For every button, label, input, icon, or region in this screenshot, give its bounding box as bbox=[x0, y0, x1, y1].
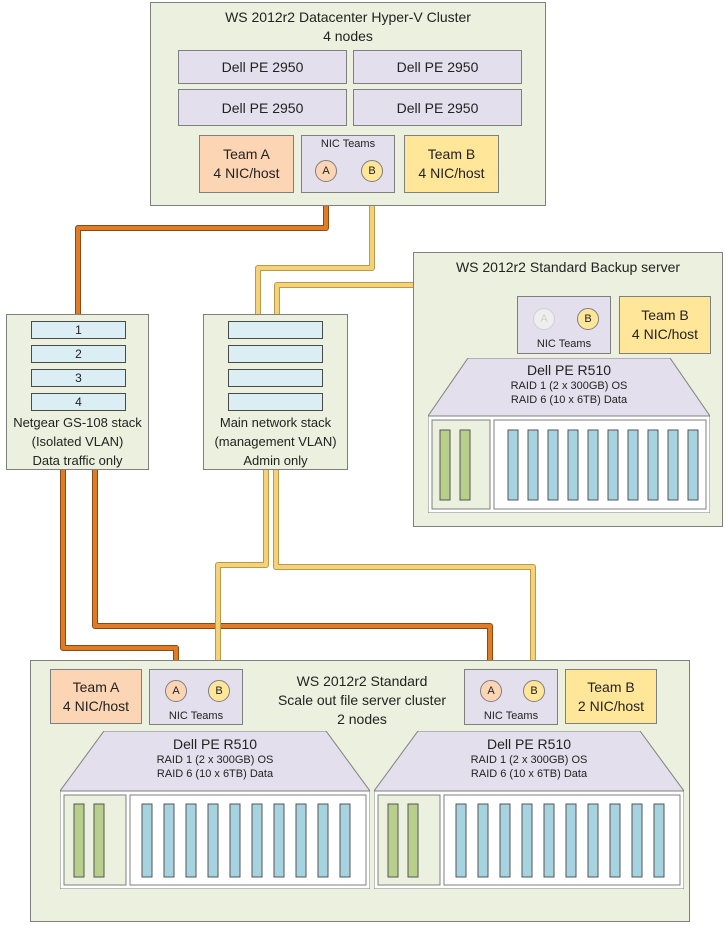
main-stack-label-1: Main network stack bbox=[219, 415, 332, 430]
main-switch-port-4 bbox=[228, 393, 323, 411]
backup-server-chassis: Dell PE R510 RAID 1 (2 x 300GB) OS RAID … bbox=[428, 358, 710, 513]
nic-port-a: A bbox=[480, 680, 502, 702]
server-raid6: RAID 6 (10 x 6TB) Data bbox=[510, 394, 628, 406]
hyperv-nic-teams: NIC Teams A B bbox=[301, 135, 395, 193]
team-b-name: Team B bbox=[641, 307, 689, 323]
sofs-nic-teams-1: A B NIC Teams bbox=[149, 669, 243, 725]
sofs-server-2: Dell PE R510 RAID 1 (2 x 300GB) OS RAID … bbox=[374, 731, 684, 889]
sofs-team-a: Team A 4 NIC/host bbox=[50, 669, 142, 724]
switch-port-2: 2 bbox=[31, 345, 126, 363]
backup-team-b: Team B 4 NIC/host bbox=[619, 296, 711, 354]
hyperv-node-1: Dell PE 2950 bbox=[178, 50, 347, 84]
sofs-cluster-title: WS 2012r2 Standard bbox=[296, 673, 428, 689]
nic-port-b: B bbox=[523, 680, 545, 702]
hyperv-node-2: Dell PE 2950 bbox=[353, 50, 522, 84]
sofs-server-1: Dell PE R510 RAID 1 (2 x 300GB) OS RAID … bbox=[60, 731, 370, 889]
admin-link-sofs-1 bbox=[215, 468, 269, 680]
nic-port-b: B bbox=[577, 308, 599, 330]
nic-teams-label: NIC Teams bbox=[536, 338, 592, 350]
netgear-label-2: (Isolated VLAN) bbox=[31, 434, 124, 449]
main-switch-port-2 bbox=[228, 345, 323, 363]
server-chassis-graphic bbox=[374, 731, 684, 889]
server-name: Dell PE R510 bbox=[526, 362, 612, 378]
server-chassis-graphic bbox=[428, 358, 710, 513]
nic-teams-label: NIC Teams bbox=[168, 710, 224, 722]
hyperv-team-b: Team B 4 NIC/host bbox=[404, 135, 499, 193]
switch-port-4: 4 bbox=[31, 393, 126, 411]
hyperv-team-a: Team A 4 NIC/host bbox=[199, 135, 294, 193]
main-stack-label-2: (management VLAN) bbox=[214, 434, 337, 449]
nic-port-a-unused: A bbox=[533, 308, 555, 330]
hyperv-node-4: Dell PE 2950 bbox=[353, 89, 522, 126]
server-raid6: RAID 6 (10 x 6TB) Data bbox=[470, 768, 588, 780]
main-network-stack: Main network stack (management VLAN) Adm… bbox=[203, 314, 348, 470]
nic-port-b: B bbox=[208, 680, 230, 702]
backup-server-title: WS 2012r2 Standard Backup server bbox=[455, 259, 681, 275]
switch-port-3: 3 bbox=[31, 369, 126, 387]
team-a-detail: 4 NIC/host bbox=[62, 697, 130, 714]
sofs-cluster-subtitle: Scale out file server cluster bbox=[277, 692, 447, 708]
hyperv-node-3: Dell PE 2950 bbox=[178, 89, 347, 126]
server-chassis-graphic bbox=[60, 731, 370, 889]
team-b-detail: 4 NIC/host bbox=[631, 326, 699, 342]
server-raid1: RAID 1 (2 x 300GB) OS bbox=[470, 754, 588, 766]
netgear-label-1: Netgear GS-108 stack bbox=[13, 415, 142, 430]
hyperv-cluster-title: WS 2012r2 Datacenter Hyper-V Cluster bbox=[225, 9, 471, 25]
main-switch-port-1 bbox=[228, 321, 323, 339]
netgear-stack: 1 2 3 4 Netgear GS-108 stack (Isolated V… bbox=[6, 314, 149, 470]
sofs-team-b: Team B 2 NIC/host bbox=[565, 669, 657, 724]
server-name: Dell PE R510 bbox=[486, 736, 572, 752]
server-raid6: RAID 6 (10 x 6TB) Data bbox=[156, 768, 274, 780]
team-b-name: Team B bbox=[587, 678, 635, 695]
sofs-nic-teams-2: A B NIC Teams bbox=[464, 669, 558, 725]
team-a-name: Team A bbox=[223, 146, 270, 162]
hyperv-cluster-subtitle: 4 nodes bbox=[323, 28, 373, 44]
nic-port-a: A bbox=[165, 680, 187, 702]
netgear-label-3: Data traffic only bbox=[32, 453, 123, 468]
backup-nic-teams: A B NIC Teams bbox=[517, 296, 611, 354]
nic-teams-label: NIC Teams bbox=[483, 710, 539, 722]
team-b-detail: 4 NIC/host bbox=[418, 165, 485, 181]
main-stack-label-3: Admin only bbox=[243, 453, 308, 468]
nic-port-b: B bbox=[361, 160, 383, 182]
main-switch-port-3 bbox=[228, 369, 323, 387]
team-a-detail: 4 NIC/host bbox=[213, 165, 280, 181]
team-b-detail: 2 NIC/host bbox=[577, 697, 645, 714]
nic-teams-label: NIC Teams bbox=[320, 138, 376, 150]
team-b-name: Team B bbox=[427, 146, 476, 162]
server-raid1: RAID 1 (2 x 300GB) OS bbox=[156, 754, 274, 766]
sofs-cluster-nodes: 2 nodes bbox=[337, 711, 387, 727]
server-raid1: RAID 1 (2 x 300GB) OS bbox=[510, 380, 628, 392]
team-a-name: Team A bbox=[72, 678, 120, 695]
nic-port-a: A bbox=[315, 160, 337, 182]
server-name: Dell PE R510 bbox=[172, 736, 258, 752]
switch-port-1: 1 bbox=[31, 321, 126, 339]
